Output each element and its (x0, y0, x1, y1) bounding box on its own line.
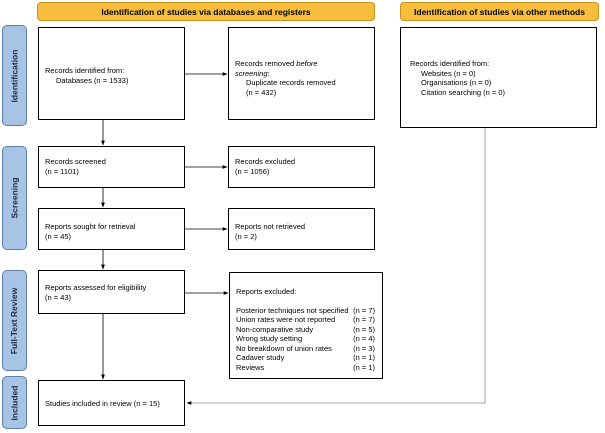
reports-sought-title: Reports sought for retrieval (45, 222, 136, 231)
reports-not-retrieved-box: Reports not retrieved (n = 2) (228, 208, 375, 250)
records-removed-colon: : (267, 68, 270, 78)
exclusion-reason-row: Posterior techniques not specified (n = 7… (236, 306, 375, 316)
exclusion-reason-label: Non-comparative study (236, 324, 314, 334)
exclusion-reason-row: Cadaver study (n = 1) (236, 353, 375, 363)
records-removed-emphasis-2: screening (235, 68, 268, 78)
exclusion-reason-row: Union rates were not reported (n = 7) (236, 315, 375, 325)
records-screened-box: Records screened (n = 1101) (38, 146, 185, 188)
phase-fulltext-review: Full-Text Review (2, 270, 27, 371)
reports-sought-box: Reports sought for retrieval (n = 45) (38, 208, 185, 250)
other-methods-organisations: Organisations (n = 0) (421, 78, 492, 87)
reports-assessed-count: (n = 43) (45, 292, 72, 302)
records-removed-emphasis: before (296, 59, 318, 68)
records-screened-title: Records screened (45, 157, 106, 166)
records-screened-count: (n = 1101) (45, 166, 79, 176)
exclusion-reason-count: (n = 1) (353, 353, 375, 362)
records-removed-box: Records removed before screening: Duplic… (228, 27, 375, 120)
records-excluded-title: Records excluded (235, 157, 296, 166)
exclusion-reason-count: (n = 7) (353, 305, 375, 315)
reports-excluded-title: Reports excluded: (236, 287, 297, 296)
records-identified-title: Records identified from: (45, 66, 125, 75)
reports-sought-count: (n = 45) (45, 231, 72, 241)
exclusion-reason-label: Posterior techniques not specified (236, 305, 349, 315)
arrow-other-methods-to-included (186, 128, 486, 405)
phase-identification: Identification (2, 25, 27, 126)
phase-screening: Screening (2, 146, 27, 250)
exclusion-reason-row: Non-comparative study (n = 5) (236, 325, 375, 335)
exclusion-reason-label: No breakdown of union rates (236, 343, 332, 353)
studies-included-box: Studies included in review (n = 15) (38, 380, 185, 426)
reports-not-retrieved-title: Reports not retrieved (235, 222, 306, 231)
records-removed-title-2: screening: (235, 69, 374, 79)
records-identified-databases: Databases (n = 1533) (56, 75, 129, 85)
records-excluded-count: (n = 1056) (235, 166, 270, 176)
records-identified-box: Records identified from: Databases (n = … (38, 27, 185, 120)
phase-included: Included (2, 376, 27, 429)
exclusion-reason-count: (n = 1) (353, 362, 375, 372)
exclusion-reason-count: (n = 4) (353, 334, 375, 343)
studies-included-text: Studies included in review (n = 15) (45, 399, 160, 408)
exclusion-reason-row: No breakdown of union rates (n = 3) (236, 344, 375, 354)
exclusion-reason-row: Reviews (n = 1) (236, 363, 375, 373)
records-removed-title: Records removed before (235, 59, 374, 69)
reports-assessed-title: Reports assessed for eligibility (45, 283, 147, 292)
records-removed-text: Records removed (235, 59, 297, 68)
header-other-methods: Identification of studies via other meth… (400, 2, 599, 21)
exclusion-reason-label: Wrong study setting (236, 334, 303, 343)
reports-not-retrieved-count: (n = 2) (235, 231, 257, 241)
exclusion-reason-label: Cadaver study (236, 353, 285, 362)
duplicates-removed-label: Duplicate records removed (246, 78, 336, 87)
duplicates-removed-count: (n = 432) (246, 87, 277, 97)
other-methods-box: Records identified from: Websites (n = 0… (400, 27, 597, 128)
exclusion-reason-count: (n = 3) (353, 343, 375, 353)
other-methods-websites: Websites (n = 0) (421, 68, 476, 78)
exclusion-reason-count: (n = 5) (353, 324, 375, 334)
exclusion-reason-label: Reviews (236, 362, 265, 372)
records-excluded-box: Records excluded (n = 1056) (228, 146, 375, 188)
other-methods-citation: Citation searching (n = 0) (421, 87, 506, 97)
other-methods-title: Records identified from: (410, 59, 490, 68)
exclusion-reason-label: Union rates were not reported (236, 315, 336, 324)
exclusion-reason-row: Wrong study setting (n = 4) (236, 334, 375, 344)
reports-assessed-box: Reports assessed for eligibility (n = 43… (38, 270, 185, 314)
reports-excluded-box: Reports excluded: Posterior techniques n… (229, 272, 383, 379)
header-databases: Identification of studies via databases … (37, 2, 375, 21)
exclusion-reason-count: (n = 7) (353, 315, 375, 324)
